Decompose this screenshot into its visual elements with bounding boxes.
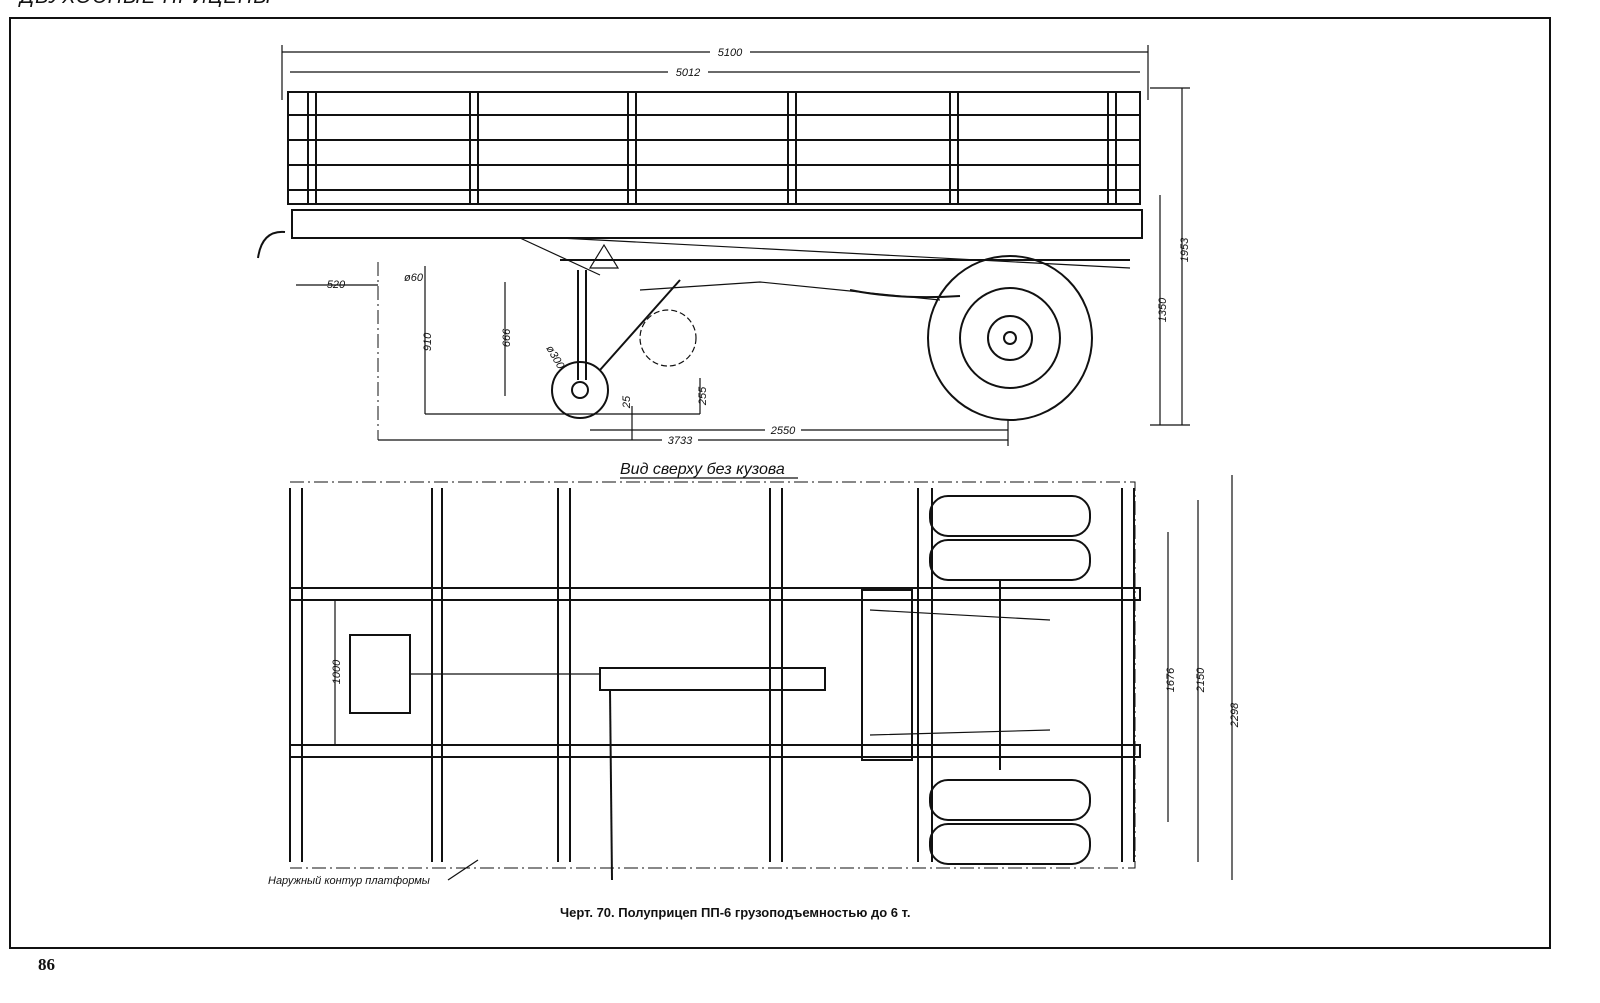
- side-view: 5100 5012 1953 1350 520 ø60 910 666 ø300…: [257, 45, 1191, 447]
- dim-520: 520: [327, 279, 346, 291]
- dim-25: 25: [621, 395, 633, 409]
- dim-1676: 1676: [1165, 667, 1177, 692]
- dim-910: 910: [422, 332, 434, 351]
- dim-1000: 1000: [331, 659, 343, 684]
- dual-wheels: [929, 495, 1091, 865]
- top-view-title: Вид сверху без кузова: [620, 461, 785, 478]
- dim-5100: 5100: [718, 47, 743, 59]
- platform-outline-label: Наружный контур платформы: [268, 875, 430, 887]
- dim-1350: 1350: [1157, 297, 1169, 322]
- landing-wheel-raised: [639, 309, 697, 367]
- dim-255: 255: [697, 386, 709, 406]
- dim-666: 666: [501, 328, 513, 347]
- dim-3733: 3733: [668, 435, 693, 447]
- dim-2150: 2150: [1195, 667, 1207, 693]
- top-view: 1000 1676 2150 2298 Наружный контур плат…: [268, 475, 1241, 887]
- dim-2298: 2298: [1229, 702, 1241, 728]
- dim-5012: 5012: [676, 67, 700, 79]
- page-number: 86: [38, 955, 55, 974]
- dim-2550: 2550: [770, 425, 796, 437]
- landing-wheel: [551, 361, 609, 419]
- main-wheel: [927, 255, 1093, 421]
- figure-caption: Черт. 70. Полуприцеп ПП-6 грузоподъемнос…: [560, 905, 910, 920]
- dim-60: ø60: [404, 272, 424, 284]
- page-header: ДВУХОСНЫЕ ПРИЦЕПЫ: [20, 0, 272, 9]
- dim-1953: 1953: [1179, 237, 1191, 262]
- page-frame: [9, 17, 1551, 949]
